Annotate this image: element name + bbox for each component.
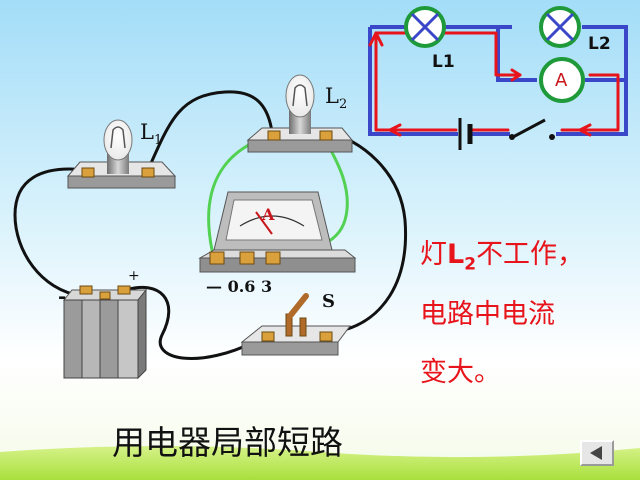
battery-apparatus: [62, 285, 148, 380]
ammeter-face-label: A: [262, 205, 275, 224]
explanation-line-1-post: 不工作，: [476, 239, 585, 270]
lamp-l1-label: L1: [140, 120, 162, 148]
explanation-line-2: 电路中电流: [420, 299, 555, 330]
explanation-lamp-sub: 2: [464, 254, 477, 275]
battery-plus-label: +: [128, 268, 140, 284]
lamp-l2-label-main: L: [325, 84, 339, 108]
slide-caption: 用电器局部短路: [112, 423, 343, 462]
ammeter-apparatus: [198, 191, 357, 273]
explanation-line-3: 变大。: [420, 357, 501, 388]
switch-apparatus: [240, 293, 351, 356]
explanation-lamp-main: L: [447, 239, 465, 270]
back-button[interactable]: [580, 440, 614, 466]
schematic-lamp-l2: [539, 6, 581, 48]
lamp-l1-label-sub: 1: [153, 133, 163, 149]
lamp-l1-apparatus: [66, 119, 177, 189]
lamp-l1-label-main: L: [140, 120, 154, 144]
schematic-l2-label: L2: [588, 34, 611, 54]
explanation-line-1-pre: 灯: [420, 239, 447, 270]
lamp-l2-label-sub: 2: [338, 97, 348, 113]
schematic-lamp-l1: [404, 6, 446, 48]
ammeter-terminal-labels: — 0.6 3: [206, 277, 273, 296]
schematic-ammeter-label: A: [555, 70, 568, 91]
switch-label: S: [322, 291, 335, 312]
schematic-l1-label: L1: [432, 52, 455, 72]
battery-minus-label: -: [58, 284, 67, 308]
triangle-left-icon: [590, 446, 602, 460]
lamp-l2-label: L2: [325, 84, 347, 112]
explanation-line-1: 灯L2不工作，: [420, 232, 584, 274]
lamp-l2-apparatus: [246, 74, 354, 153]
